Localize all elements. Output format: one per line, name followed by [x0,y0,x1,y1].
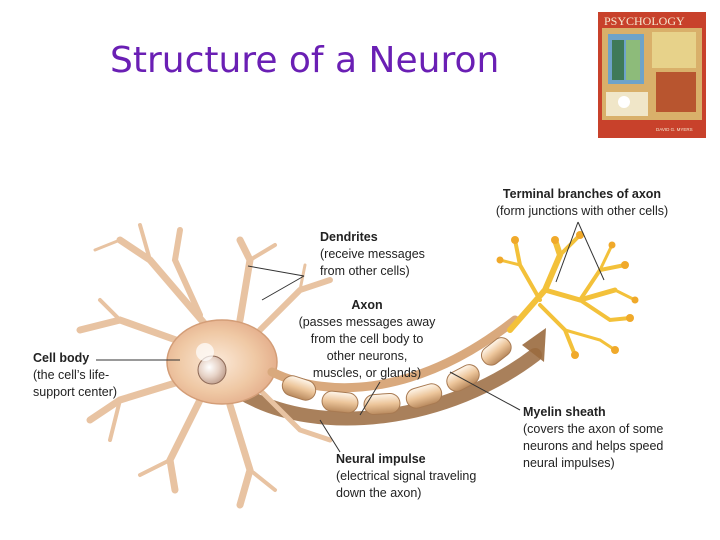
myelin-sheath-desc-3: neural impulses) [523,456,615,470]
dendrites-desc-1: (receive messages [320,247,425,261]
axon-desc-1: (passes messages away [298,315,436,329]
myelin-sheath-label: Myelin sheath (covers the axon of some n… [523,404,663,472]
terminal-branches [498,233,637,357]
cell-body-label: Cell body (the cell’s life- support cent… [33,350,117,401]
axon-desc-3: other neurons, [326,349,408,363]
neural-impulse-title: Neural impulse [336,452,426,466]
neural-impulse-desc-2: down the axon) [336,486,422,500]
neural-impulse-label: Neural impulse (electrical signal travel… [336,451,476,502]
terminal-branches-label: Terminal branches of axon (form junction… [474,186,690,220]
book-cover-author: DAVID G. MYERS [656,127,693,132]
dendrites-label: Dendrites (receive messages from other c… [320,229,425,280]
axon-desc-4: muscles, or glands) [312,366,422,380]
axon-desc-2: from the cell body to [310,332,424,346]
axon-terminals [496,231,639,359]
book-cover-image: PSYCHOLOGY DAVID G. MYERS [598,12,706,138]
dendrites-desc-2: from other cells) [320,264,410,278]
myelin-sheath-title: Myelin sheath [523,405,606,419]
dendrites [76,223,333,509]
terminal-branches-desc: (form junctions with other cells) [495,204,669,218]
myelin-sheath-desc-2: neurons and helps speed [523,439,664,453]
neural-impulse-desc-1: (electrical signal traveling [336,469,477,483]
neural-impulse-arrowhead [522,328,546,362]
myelin-sheath [281,337,512,416]
cell-body-title: Cell body [33,351,90,365]
cell-body-desc-1: (the cell’s life- [33,368,110,382]
dendrites-title: Dendrites [320,230,378,244]
leader-lines [96,221,605,453]
myelin-sheath-desc-1: (covers the axon of some [523,422,664,436]
slide-title: Structure of a Neuron [110,40,500,81]
terminal-branches-title: Terminal branches of axon [502,187,662,201]
cell-body-desc-2: support center) [33,385,118,399]
book-cover-title: PSYCHOLOGY [604,14,685,28]
axon-title: Axon [351,298,383,312]
axon-label: Axon (passes messages away from the cell… [284,297,450,382]
